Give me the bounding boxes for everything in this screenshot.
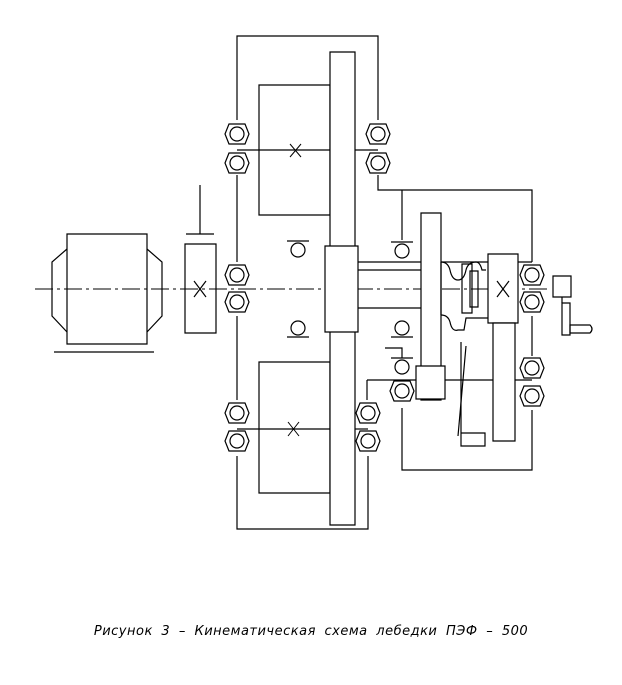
bearing-icon (366, 153, 390, 173)
bearing-icon (391, 242, 413, 258)
electric-motor (52, 234, 162, 352)
bearing-icon (391, 321, 413, 337)
bearing-icon (225, 153, 249, 173)
crank-handle-icon (553, 276, 592, 335)
bearing-icon (520, 386, 544, 406)
bearing-icon (356, 403, 380, 423)
coupling (185, 185, 216, 333)
bearing-icon (225, 124, 249, 144)
right-gear-block (488, 254, 518, 441)
bearing-icon (390, 381, 414, 401)
bearing-icon (225, 431, 249, 451)
bearing-icon (520, 265, 544, 285)
bearings (225, 124, 544, 451)
bearing-icon (520, 358, 544, 378)
bearing-icon (356, 431, 380, 451)
upper-frame (237, 36, 532, 262)
bearing-icon (391, 358, 413, 374)
bearing-icon (287, 321, 309, 337)
central-gear-bar (325, 52, 358, 525)
bearing-icon (520, 292, 544, 312)
figure-caption: Рисунок 3 – Кинематическая схема лебедки… (93, 624, 529, 639)
bearing-icon (287, 241, 309, 257)
drum (416, 213, 488, 446)
bearing-icon (225, 265, 249, 285)
bearing-icon (225, 403, 249, 423)
bearing-icon (225, 292, 249, 312)
bearing-icon (366, 124, 390, 144)
